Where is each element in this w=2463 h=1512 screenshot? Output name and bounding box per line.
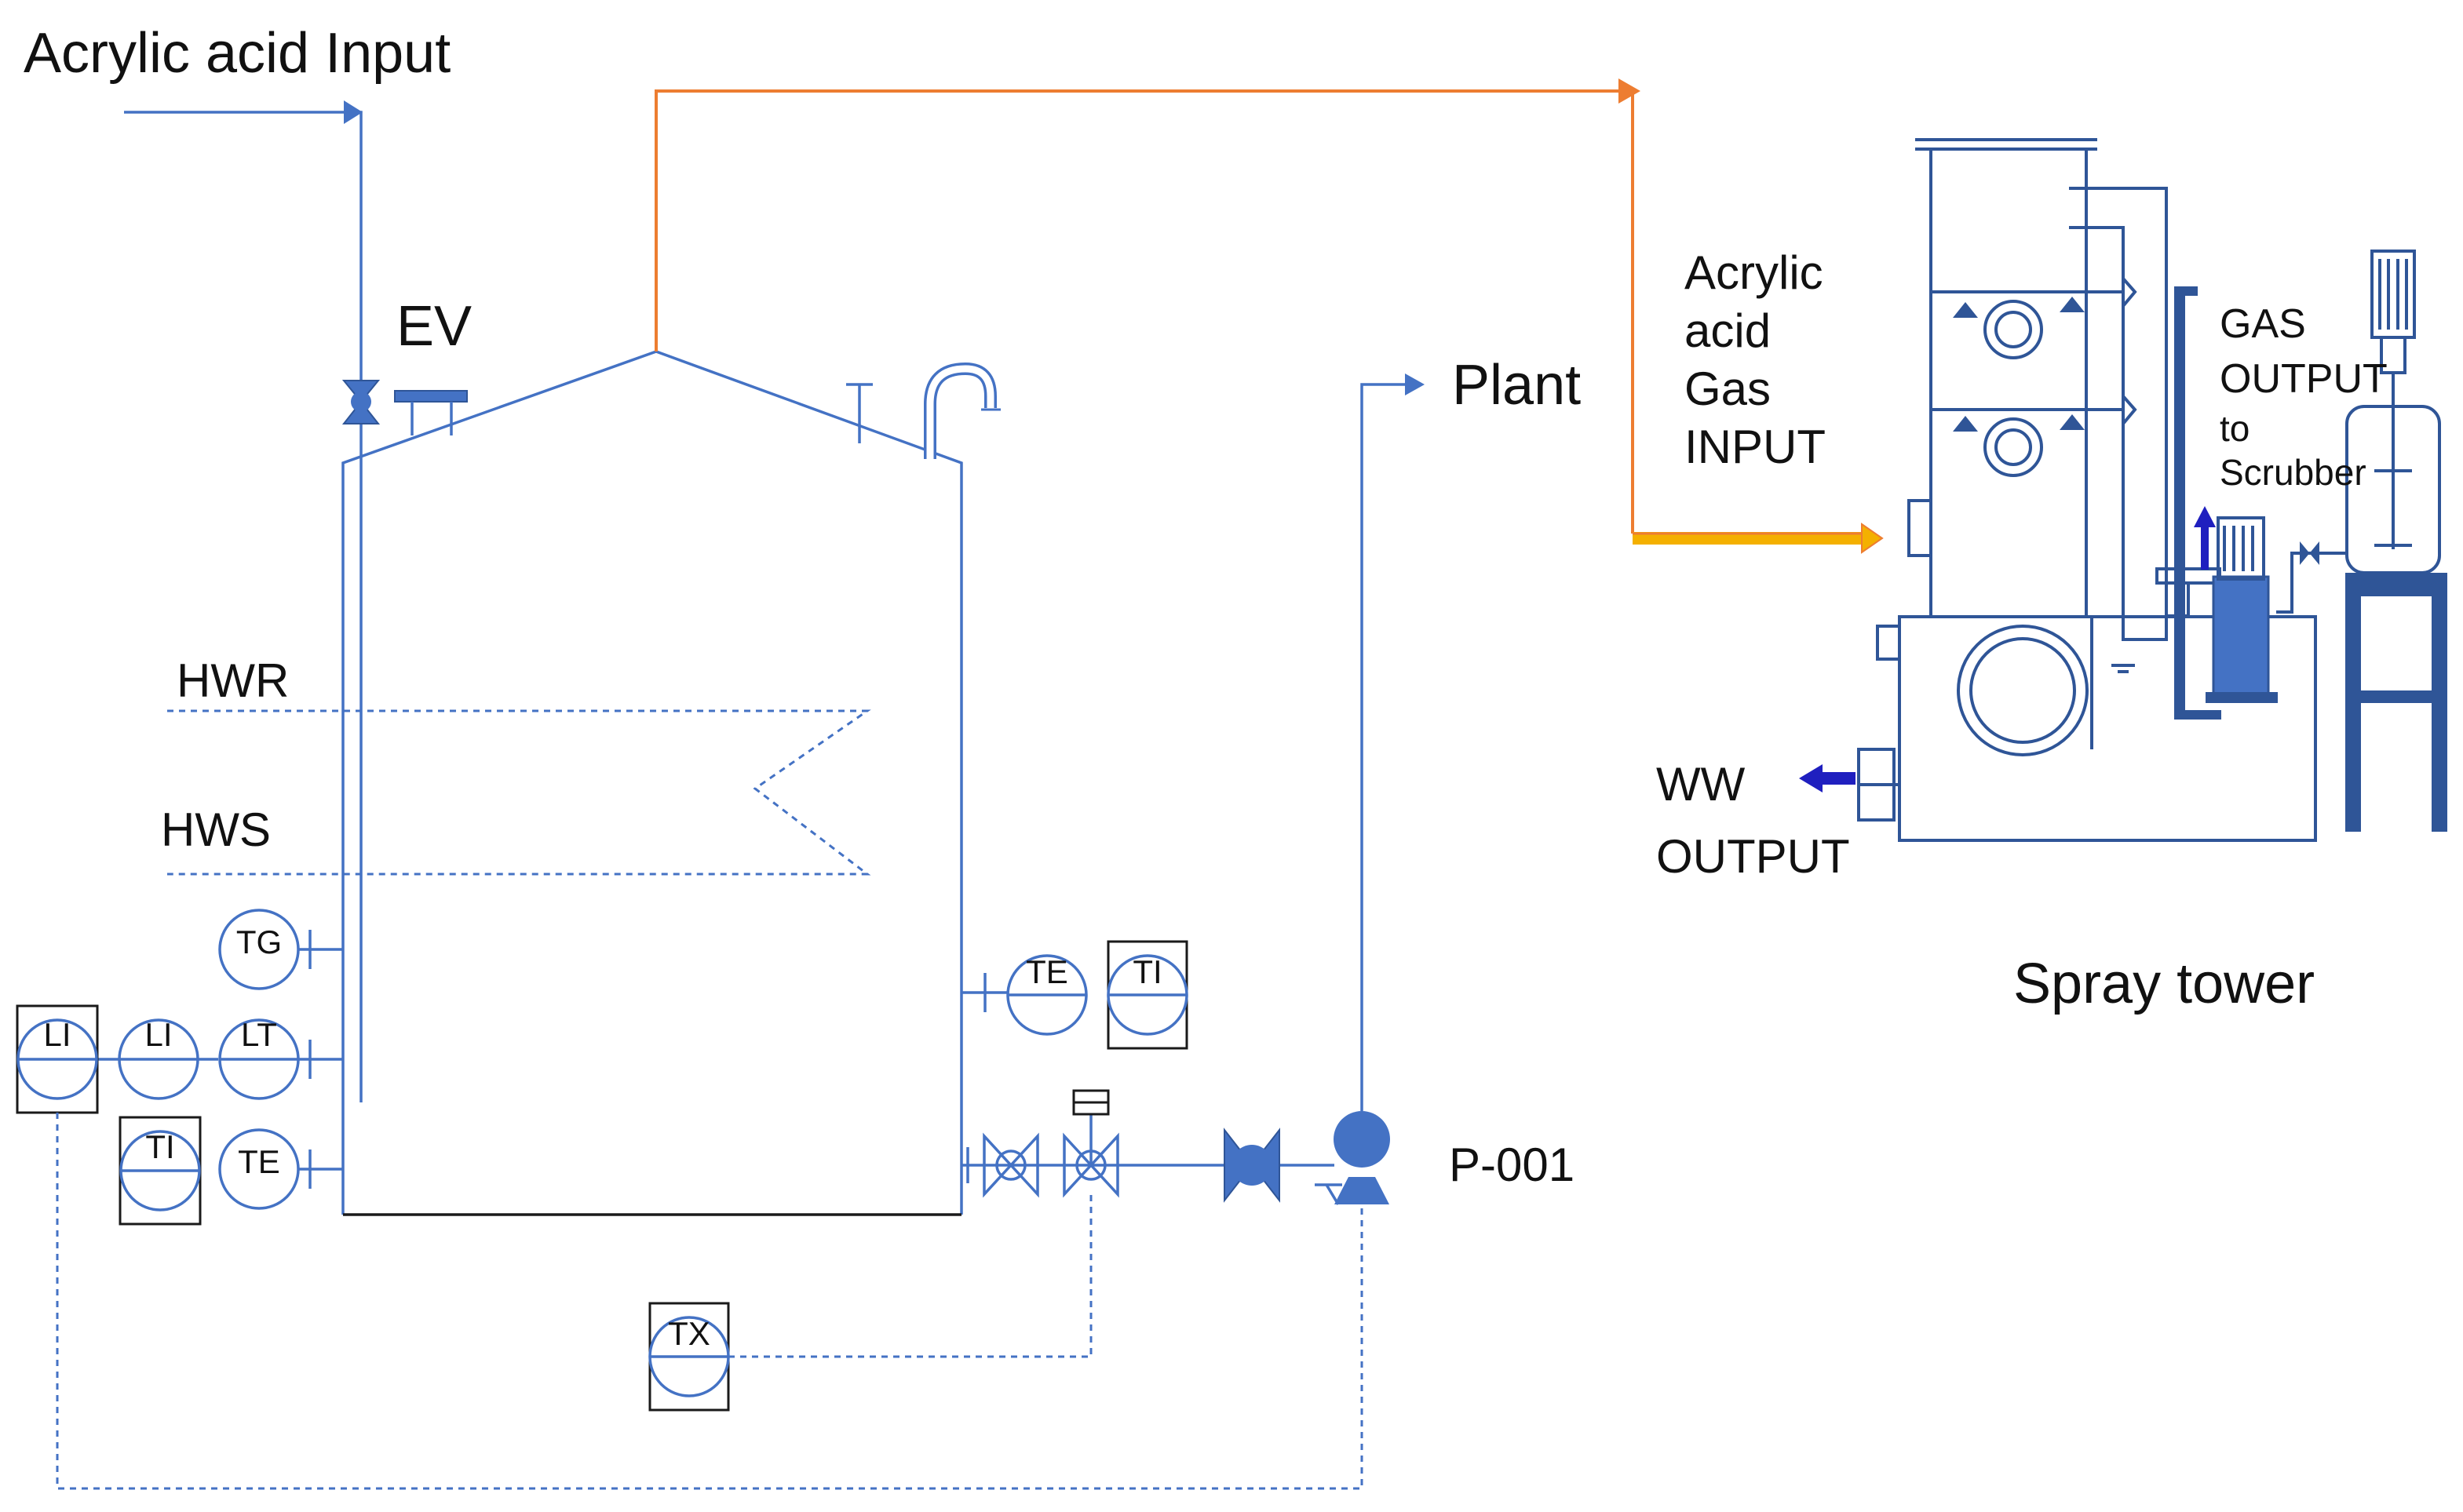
pump-p001-icon — [1315, 1111, 1390, 1205]
svg-text:OUTPUT: OUTPUT — [1656, 830, 1850, 883]
heating-coil — [167, 709, 871, 876]
storage-tank — [341, 350, 963, 1216]
svg-text:Gas: Gas — [1684, 363, 1771, 415]
svg-text:OUTPUT: OUTPUT — [2220, 356, 2388, 402]
te-right-element: TE — [1006, 953, 1088, 1036]
gas-input-label: Acrylic acid Gas INPUT — [1684, 246, 1826, 473]
svg-text:Scrubber: Scrubber — [2220, 452, 2366, 493]
svg-text:Acrylic: Acrylic — [1684, 246, 1823, 299]
tx-tag: TX — [668, 1315, 710, 1352]
tx-transmitter: TX — [648, 1302, 730, 1412]
manual-valve-icon — [983, 1132, 1039, 1198]
tg-indicator: TG — [218, 909, 300, 990]
gas-output-label: GAS OUTPUT to Scrubber — [2220, 301, 2388, 493]
ww-output-label: WW OUTPUT — [1656, 758, 1850, 883]
gooseneck-vent-icon — [924, 362, 1001, 459]
svg-text:GAS: GAS — [2220, 301, 2306, 347]
te-right-tag: TE — [1026, 953, 1068, 990]
te-left-tag: TE — [238, 1143, 280, 1180]
emergency-vent — [394, 390, 468, 435]
signal-lines — [56, 1113, 1363, 1490]
control-valve-icon — [1063, 1089, 1119, 1198]
p001-label: P-001 — [1449, 1139, 1574, 1191]
li-panel-tag: LI — [43, 1016, 71, 1053]
right-instrument-tap — [961, 973, 1008, 1012]
discharge-line-to-plant — [1360, 373, 1425, 1111]
spray-tower — [1857, 138, 2447, 842]
acrylic-acid-input-label: Acrylic acid Input — [24, 22, 451, 85]
hws-label: HWS — [161, 803, 271, 856]
roof-nozzle — [846, 383, 873, 443]
ti-left-indicator: TI — [119, 1116, 202, 1226]
ball-valve-icon — [1224, 1128, 1280, 1203]
lt-tag: LT — [241, 1016, 277, 1053]
spray-tower-label: Spray tower — [2013, 953, 2315, 1015]
acrylic-acid-input-line — [124, 100, 381, 1102]
left-instrument-taps — [97, 930, 343, 1189]
tg-tag: TG — [236, 924, 282, 960]
vent-line-to-scrubber — [655, 78, 1640, 534]
hwr-label: HWR — [177, 654, 289, 707]
ti-right-tag: TI — [1133, 953, 1162, 990]
acrylic-acid-gas-feed — [1633, 523, 1884, 554]
li-field-indicator: LI — [118, 1016, 199, 1100]
ww-output-arrow-icon — [1799, 764, 1855, 792]
svg-text:INPUT: INPUT — [1684, 421, 1826, 473]
plant-label: Plant — [1452, 354, 1581, 417]
ti-right-indicator: TI — [1107, 940, 1188, 1050]
svg-text:to: to — [2220, 408, 2250, 449]
li-panel-indicator: LI — [16, 1004, 99, 1114]
te-left-element: TE — [218, 1128, 300, 1210]
ev-label: EV — [396, 295, 472, 358]
lt-transmitter: LT — [218, 1016, 300, 1100]
svg-text:acid: acid — [1684, 304, 1771, 357]
li-field-tag: LI — [144, 1016, 172, 1053]
ti-left-tag: TI — [145, 1128, 174, 1165]
svg-text:WW: WW — [1656, 758, 1746, 811]
